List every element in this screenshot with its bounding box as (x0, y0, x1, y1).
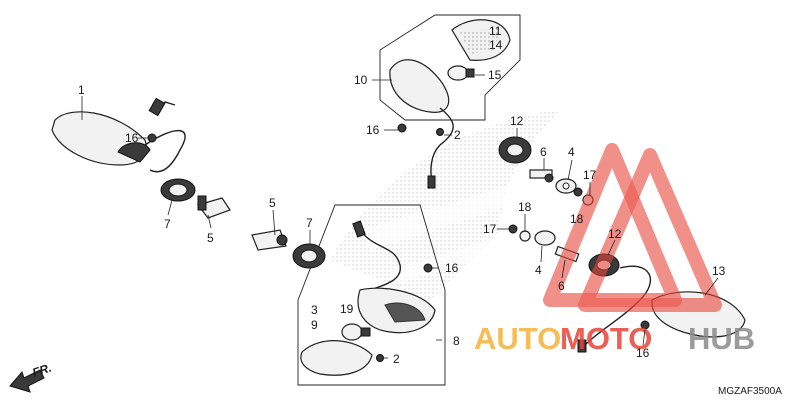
callout-12-b: 12 (608, 227, 622, 241)
watermark-logo: AUTO MOTO HUB (474, 143, 755, 356)
callout-16-d: 16 (636, 346, 650, 360)
rear-right-winker-8 (352, 220, 436, 334)
stay-6-top (529, 169, 554, 183)
callout-2-a: 2 (454, 128, 461, 142)
callout-4-b: 4 (535, 263, 542, 277)
plate-4-mid (534, 230, 556, 246)
callout-1: 1 (78, 83, 85, 97)
callout-5-b: 5 (269, 196, 276, 210)
callout-15: 15 (488, 68, 502, 82)
callout-19: 19 (340, 302, 354, 316)
callout-16-b: 16 (366, 123, 380, 137)
callout-12-a: 12 (510, 114, 524, 128)
callout-2-b: 2 (393, 352, 400, 366)
callout-18-b: 18 (518, 200, 532, 214)
lens-3-9 (300, 340, 373, 376)
direction-label: FR. (31, 361, 54, 380)
bracket-left (196, 195, 231, 219)
plate-4-top (555, 178, 577, 194)
callout-5-a: 5 (207, 231, 214, 245)
rear-left-winker (389, 59, 454, 189)
callout-4-a: 4 (568, 145, 575, 159)
socket-right-12 (498, 136, 532, 164)
callout-9: 9 (311, 318, 318, 332)
callout-16-a: 16 (125, 131, 139, 145)
front-direction-indicator: FR. (9, 361, 54, 393)
callout-16-c: 16 (445, 261, 459, 275)
callout-17-b: 17 (483, 222, 497, 236)
bracket-5-center (251, 229, 288, 251)
front-left-winker (51, 97, 186, 173)
rear-lens-11-14 (451, 19, 511, 61)
callout-8: 8 (453, 334, 460, 348)
bulb-15 (447, 65, 475, 81)
callout-18-a: 18 (570, 212, 584, 226)
nut-17-mid (508, 224, 518, 234)
socket-left (160, 178, 196, 202)
callout-6-b: 6 (558, 279, 565, 293)
callout-3: 3 (311, 303, 318, 317)
washer-18-mid (519, 230, 531, 242)
callout-labels: 1 16 7 5 10 16 2 11 14 15 12 6 4 17 18 5… (78, 24, 726, 366)
watermark-text-moto: MOTO (560, 321, 652, 356)
callout-17-a: 17 (583, 168, 597, 182)
socket-7-center (292, 243, 326, 269)
callout-7-b: 7 (306, 216, 313, 230)
rear-left-group-frame (379, 14, 521, 121)
callout-13: 13 (712, 264, 726, 278)
watermark-text-auto: AUTO (474, 321, 561, 356)
callout-14: 14 (489, 38, 503, 52)
bulb-19 (341, 323, 371, 341)
callout-7-a: 7 (164, 217, 171, 231)
callout-6-a: 6 (540, 145, 547, 159)
diagram-code: MGZAF3500A (718, 386, 782, 397)
leader-lines (81, 74, 719, 359)
rear-right-group-frame (297, 204, 446, 386)
arrow-icon (9, 369, 45, 393)
callout-10: 10 (354, 73, 368, 87)
washer-18-top (573, 187, 583, 197)
watermark-text-hub: HUB (688, 321, 755, 356)
callout-11: 11 (489, 24, 502, 38)
screw-2-bottom (376, 354, 384, 362)
